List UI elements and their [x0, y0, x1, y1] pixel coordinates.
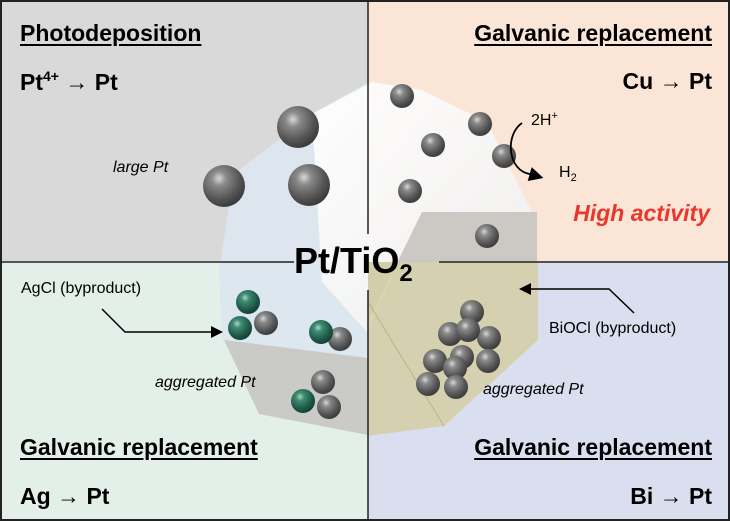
bi-aggregated-pt-label: aggregated Pt	[483, 381, 584, 398]
hydrogen-label: H2	[559, 164, 577, 184]
agcl-byproduct-label: AgCl (byproduct)	[21, 280, 142, 297]
biocl-pointer-arrow	[519, 283, 635, 314]
pt-particle	[476, 349, 500, 373]
pt-particle	[475, 224, 499, 248]
pt-particle	[398, 179, 422, 203]
ag-galvanic-heading: Galvanic replacement	[20, 434, 258, 460]
pt-particle	[443, 356, 467, 380]
reaction-rhs: → Pt	[65, 69, 118, 95]
her-curved-arrow	[509, 122, 544, 181]
pt-particle	[317, 395, 341, 419]
reaction-charge: 4+	[43, 68, 59, 84]
high-activity-label: High activity	[573, 200, 710, 226]
pt-particle	[311, 370, 335, 394]
hydrogen-main: H	[559, 164, 571, 181]
bi-galvanic-heading: Galvanic replacement	[474, 434, 712, 460]
agcl-particle	[236, 290, 260, 314]
pt-particle	[277, 106, 319, 148]
pt-particle	[328, 327, 352, 351]
agcl-particle	[291, 389, 315, 413]
ag-reaction: Ag → Pt	[20, 483, 110, 509]
pt-particle	[390, 84, 414, 108]
reaction-lhs: Pt	[20, 69, 43, 95]
pt-particle	[254, 311, 278, 335]
agcl-particle	[228, 316, 252, 340]
biocl-byproduct-label: BiOCl (byproduct)	[549, 320, 677, 337]
polyhedron-edge	[367, 301, 445, 427]
proton-charge: +	[551, 110, 558, 122]
ag-aggregated-pt-label: aggregated Pt	[155, 374, 256, 391]
pt-particle	[477, 326, 501, 350]
pt-particle	[444, 375, 468, 399]
pt-particle	[456, 318, 480, 342]
tio2-polyhedron	[219, 82, 538, 436]
large-pt-particles	[203, 106, 330, 207]
pt-particle	[492, 144, 516, 168]
bi-reaction: Bi → Pt	[630, 483, 712, 509]
photodeposition-reaction: Pt4+ → Pt	[20, 68, 118, 96]
pt-particle	[416, 372, 440, 396]
pt-particle	[438, 322, 462, 346]
biocl-layer	[368, 262, 538, 436]
agcl-pt-particles	[228, 290, 352, 419]
pt-particle	[421, 133, 445, 157]
pt-particle	[203, 165, 245, 207]
pt-particle	[288, 164, 330, 206]
hydrogen-subscript: 2	[570, 172, 577, 184]
pt-particle	[423, 349, 447, 373]
proton-main: 2H	[531, 112, 552, 129]
center-title-main: Pt/TiO	[294, 240, 400, 281]
agcl-pointer-arrow	[101, 308, 223, 338]
polyhedron-face-top	[312, 82, 532, 332]
small-pt-particles	[390, 84, 516, 248]
proton-label: 2H+	[531, 110, 558, 130]
photodeposition-heading: Photodeposition	[20, 20, 202, 46]
pt-particle	[460, 300, 484, 324]
large-pt-label: large Pt	[113, 159, 169, 176]
bi-aggregated-pt-particles	[416, 300, 501, 399]
agcl-particle	[309, 320, 333, 344]
cu-galvanic-heading: Galvanic replacement	[474, 20, 712, 46]
pt-particle	[468, 112, 492, 136]
center-title: Pt/TiO2	[294, 240, 413, 288]
cu-reaction: Cu → Pt	[622, 68, 712, 94]
center-title-subscript: 2	[399, 260, 413, 287]
